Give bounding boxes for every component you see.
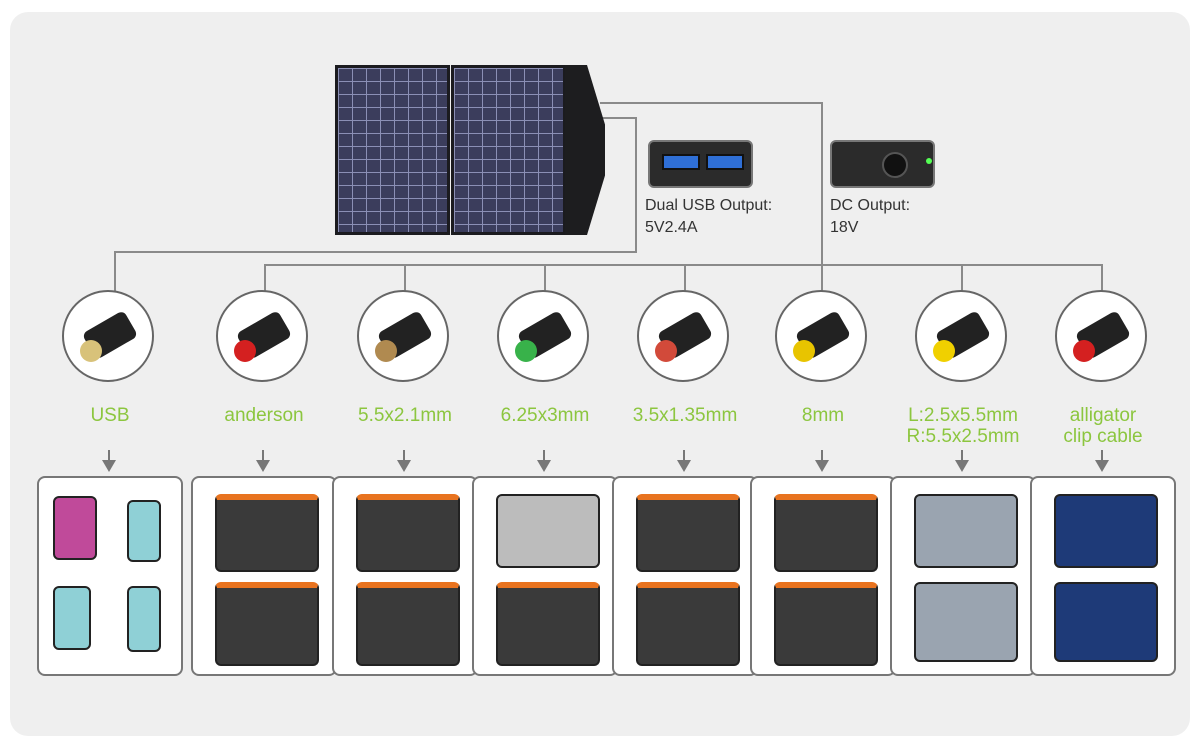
car-battery-image bbox=[1054, 494, 1158, 568]
laptop-image bbox=[914, 494, 1018, 568]
connector-label-line: 5.5x2.1mm bbox=[358, 405, 452, 426]
alligator-clip-icon bbox=[1055, 290, 1147, 382]
phone-image bbox=[127, 586, 161, 652]
dc-barrel-plug-icon bbox=[637, 290, 729, 382]
dc-distribution-line bbox=[264, 264, 1103, 295]
connector-label-line: 6.25x3mm bbox=[500, 405, 590, 426]
dc-output-label: DC Output: 18V bbox=[830, 195, 910, 239]
compatible-devices-box bbox=[37, 476, 183, 676]
dual-usb-port-image bbox=[648, 140, 753, 188]
compatible-devices-box bbox=[191, 476, 337, 676]
connector-label-line: anderson bbox=[224, 405, 304, 426]
compatible-devices-box bbox=[332, 476, 478, 676]
usb-branch-line bbox=[114, 117, 637, 295]
power-station-image bbox=[356, 494, 460, 572]
dc-trunk-line bbox=[600, 102, 823, 295]
laptop-image bbox=[914, 582, 1018, 662]
dc-drop-lines bbox=[404, 265, 963, 295]
power-station-image bbox=[774, 494, 878, 572]
solar-panel-left-leaf bbox=[335, 65, 450, 235]
connector-label-3-5x1-35mm: 3.5x1.35mm bbox=[592, 405, 778, 426]
power-bank-image bbox=[496, 494, 600, 568]
arrow-down-icon bbox=[955, 450, 969, 472]
solar-panel-pouch bbox=[565, 65, 605, 235]
power-station-image bbox=[215, 494, 319, 572]
arrow-down-icon bbox=[677, 450, 691, 472]
connector-label-line: 8mm bbox=[801, 405, 845, 426]
arrow-down-icon bbox=[1095, 450, 1109, 472]
compatible-devices-box bbox=[750, 476, 896, 676]
laptop-plug-icon bbox=[915, 290, 1007, 382]
solar-panel-right-leaf bbox=[451, 65, 566, 235]
tablet-image bbox=[53, 496, 97, 560]
dc-output-value: 18V bbox=[830, 219, 859, 236]
usb-output-value: 5V2.4A bbox=[645, 219, 698, 236]
connector-label-line: R:5.5x2.5mm bbox=[906, 426, 1020, 447]
power-station-image bbox=[636, 582, 740, 666]
power-station-image bbox=[636, 494, 740, 572]
connector-label-line: clip cable bbox=[1063, 426, 1143, 447]
phone-image bbox=[53, 586, 91, 650]
connector-label-6-25x3mm: 6.25x3mm bbox=[452, 405, 638, 426]
car-battery-image bbox=[1054, 582, 1158, 662]
arrow-down-icon bbox=[256, 450, 270, 472]
connector-label-line: USB bbox=[90, 405, 130, 426]
arrow-down-icon bbox=[102, 450, 116, 472]
connector-label-anderson: anderson bbox=[171, 405, 357, 426]
connector-label-line: L:2.5x5.5mm bbox=[908, 405, 1018, 426]
compatible-devices-box bbox=[612, 476, 758, 676]
dc-output-title: DC Output: bbox=[830, 197, 911, 214]
compatible-devices-box bbox=[890, 476, 1036, 676]
usb-output-title: Dual USB Output: bbox=[645, 197, 773, 214]
connector-label-8mm: 8mm bbox=[730, 405, 916, 426]
arrow-down-icon bbox=[397, 450, 411, 472]
dc-port-image bbox=[830, 140, 935, 188]
arrow-down-icon bbox=[537, 450, 551, 472]
connector-label-5-5x2-1mm: 5.5x2.1mm bbox=[312, 405, 498, 426]
usb-output-label: Dual USB Output: 5V2.4A bbox=[645, 195, 772, 239]
arrow-down-icon bbox=[815, 450, 829, 472]
usb-plug-icon bbox=[62, 290, 154, 382]
power-station-image bbox=[215, 582, 319, 666]
power-station-image bbox=[356, 582, 460, 666]
solar-panel bbox=[335, 65, 605, 235]
dc-barrel-plug-icon bbox=[357, 290, 449, 382]
power-station-image bbox=[496, 582, 600, 666]
power-station-image bbox=[774, 582, 878, 666]
compatible-devices-box bbox=[1030, 476, 1176, 676]
8mm-plug-icon bbox=[775, 290, 867, 382]
phone-image bbox=[127, 500, 161, 562]
dc-barrel-plug-icon bbox=[497, 290, 589, 382]
connector-label-line: alligator bbox=[1069, 405, 1137, 426]
connector-label-usb: USB bbox=[17, 405, 203, 426]
connector-label-line: 3.5x1.35mm bbox=[632, 405, 738, 426]
anderson-plug-icon bbox=[216, 290, 308, 382]
compatible-devices-box bbox=[472, 476, 618, 676]
